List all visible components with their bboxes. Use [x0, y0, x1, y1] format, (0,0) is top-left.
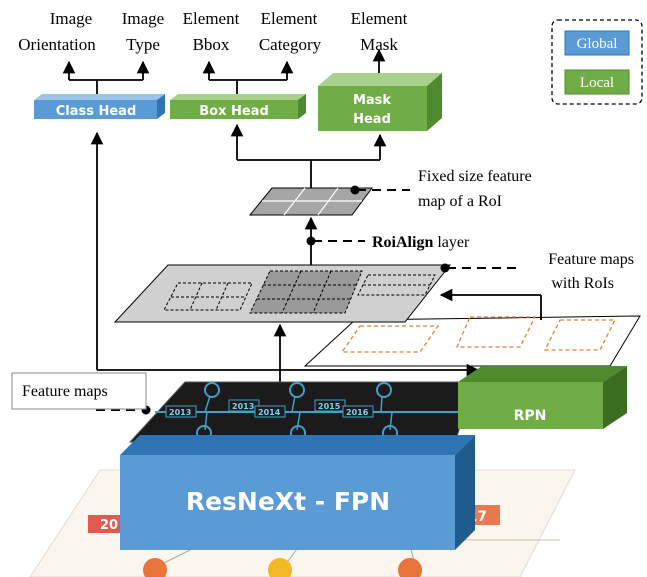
mask-head-label-line1: Mask: [353, 93, 391, 108]
box-head: Box Head: [170, 94, 306, 119]
roi-grid-1: [163, 282, 253, 311]
legend-global-label: Global: [577, 36, 618, 52]
roialign-note: RoiAlign layer: [372, 234, 470, 251]
legend-local-label: Local: [580, 75, 614, 91]
fixed-size-feature-map: [248, 187, 373, 216]
bottom-year-left: 20: [100, 518, 118, 533]
image-orientation-label: Orientation: [18, 35, 96, 54]
legend-local-swatch: [564, 69, 630, 95]
mask-head: Mask Head: [318, 73, 442, 131]
roialign-rest: layer: [433, 234, 470, 251]
feature-maps-with-rois-plane: [113, 264, 452, 323]
backbone-label: ResNeXt - FPN: [186, 487, 390, 516]
roi-proposal-1: [340, 325, 440, 353]
rpn-proposals-plane: [303, 315, 641, 367]
feature-maps-label: Feature maps: [22, 383, 108, 400]
element-mask-label: Mask: [360, 35, 398, 54]
class-head-label: Class Head: [56, 104, 137, 119]
image-orientation-label: Image: [50, 9, 92, 28]
infographic-icon: [376, 382, 392, 398]
element-category-label: Element: [261, 9, 318, 28]
year-label: 2016: [346, 408, 369, 417]
element-bbox-label: Bbox: [193, 35, 230, 54]
element-category-label: Category: [259, 35, 322, 54]
year-label: 2014: [258, 408, 281, 417]
year-label: 2015: [318, 402, 341, 411]
box-head-label: Box Head: [199, 104, 269, 119]
year-label: 2013: [232, 402, 254, 411]
class-head: Class Head: [34, 94, 165, 119]
legend: Global Local: [551, 19, 643, 105]
image-type-label: Type: [126, 35, 160, 54]
annotation-texts: Fixed size feature map of a RoI RoiAlign…: [372, 168, 634, 292]
roi-grid-2: [249, 270, 363, 314]
dark-feature-map: 2013 2013 2014 2015 2016: [128, 381, 476, 443]
search-icon: [398, 558, 422, 577]
mask-head-label-line2: Head: [353, 112, 391, 127]
annotation-leaders: [96, 189, 520, 411]
roialign-bold: RoiAlign: [372, 234, 433, 251]
year-label: 2013: [169, 408, 191, 417]
hand-icon: [143, 558, 167, 577]
fixed-size-note: Fixed size feature: [418, 168, 532, 185]
roi-grid-3: [357, 274, 436, 296]
infographic-icon: [289, 382, 305, 398]
roi-proposal-2: [456, 316, 537, 348]
output-labels: Image Orientation Image Type Element Bbo…: [18, 9, 407, 54]
element-mask-label: Element: [351, 9, 408, 28]
feature-maps-rois-note: with RoIs: [551, 275, 614, 292]
red-year-banner: [88, 515, 128, 533]
feature-maps-callout: Feature maps: [11, 372, 147, 410]
rpn-label: RPN: [514, 408, 547, 424]
element-bbox-label: Element: [183, 9, 240, 28]
fixed-size-note: map of a RoI: [418, 193, 502, 210]
image-type-label: Image: [122, 9, 164, 28]
backbone-block: ResNeXt - FPN: [120, 435, 475, 550]
roi-proposal-3: [543, 319, 617, 351]
feature-maps-rois-note: Feature maps: [548, 251, 634, 268]
rpn-block: RPN: [458, 366, 627, 429]
legend-global-swatch: [564, 30, 630, 56]
house-icon: [268, 558, 292, 577]
infographic-icon: [204, 382, 220, 398]
